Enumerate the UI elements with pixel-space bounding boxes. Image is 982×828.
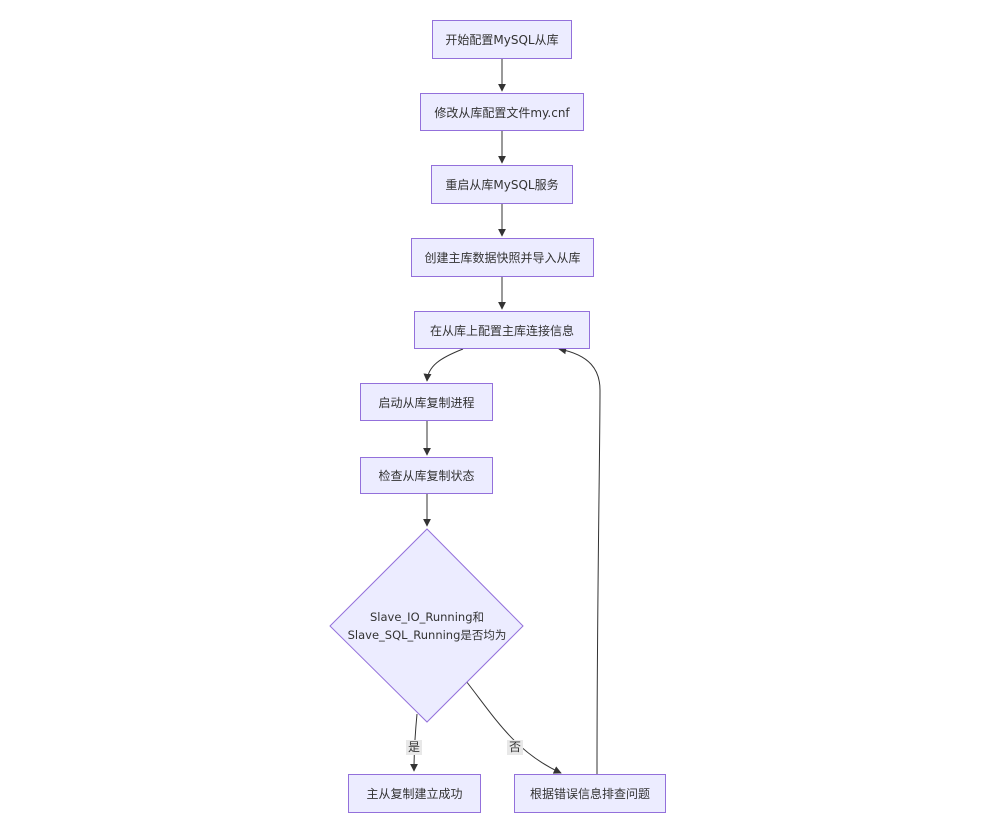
node-troubleshoot: 根据错误信息排查问题 [514, 774, 666, 813]
decision-label-line1: Slave_IO_Running和 [370, 610, 484, 624]
edge-troubleshoot-to-configure-master [558, 346, 601, 775]
decision-label: Slave_IO_Running和 Slave_SQL_Running是否均为 [340, 608, 514, 644]
node-edit-config: 修改从库配置文件my.cnf [420, 93, 584, 131]
node-restart: 重启从库MySQL服务 [431, 165, 573, 204]
node-check-status: 检查从库复制状态 [360, 457, 493, 494]
node-configure-master: 在从库上配置主库连接信息 [414, 311, 590, 349]
decision-diamond [329, 528, 524, 723]
node-snapshot: 创建主库数据快照并导入从库 [411, 238, 594, 277]
edge-decision-to-troubleshoot [465, 680, 562, 774]
node-start: 开始配置MySQL从库 [432, 20, 572, 59]
edge-label-no: 否 [507, 740, 524, 755]
edge-label-yes: 是 [406, 740, 423, 755]
edge-configure-master-to-start-slave [423, 348, 464, 382]
decision-label-line2: Slave_SQL_Running是否均为 [347, 628, 507, 642]
node-success: 主从复制建立成功 [348, 774, 481, 813]
node-start-slave: 启动从库复制进程 [360, 383, 493, 421]
